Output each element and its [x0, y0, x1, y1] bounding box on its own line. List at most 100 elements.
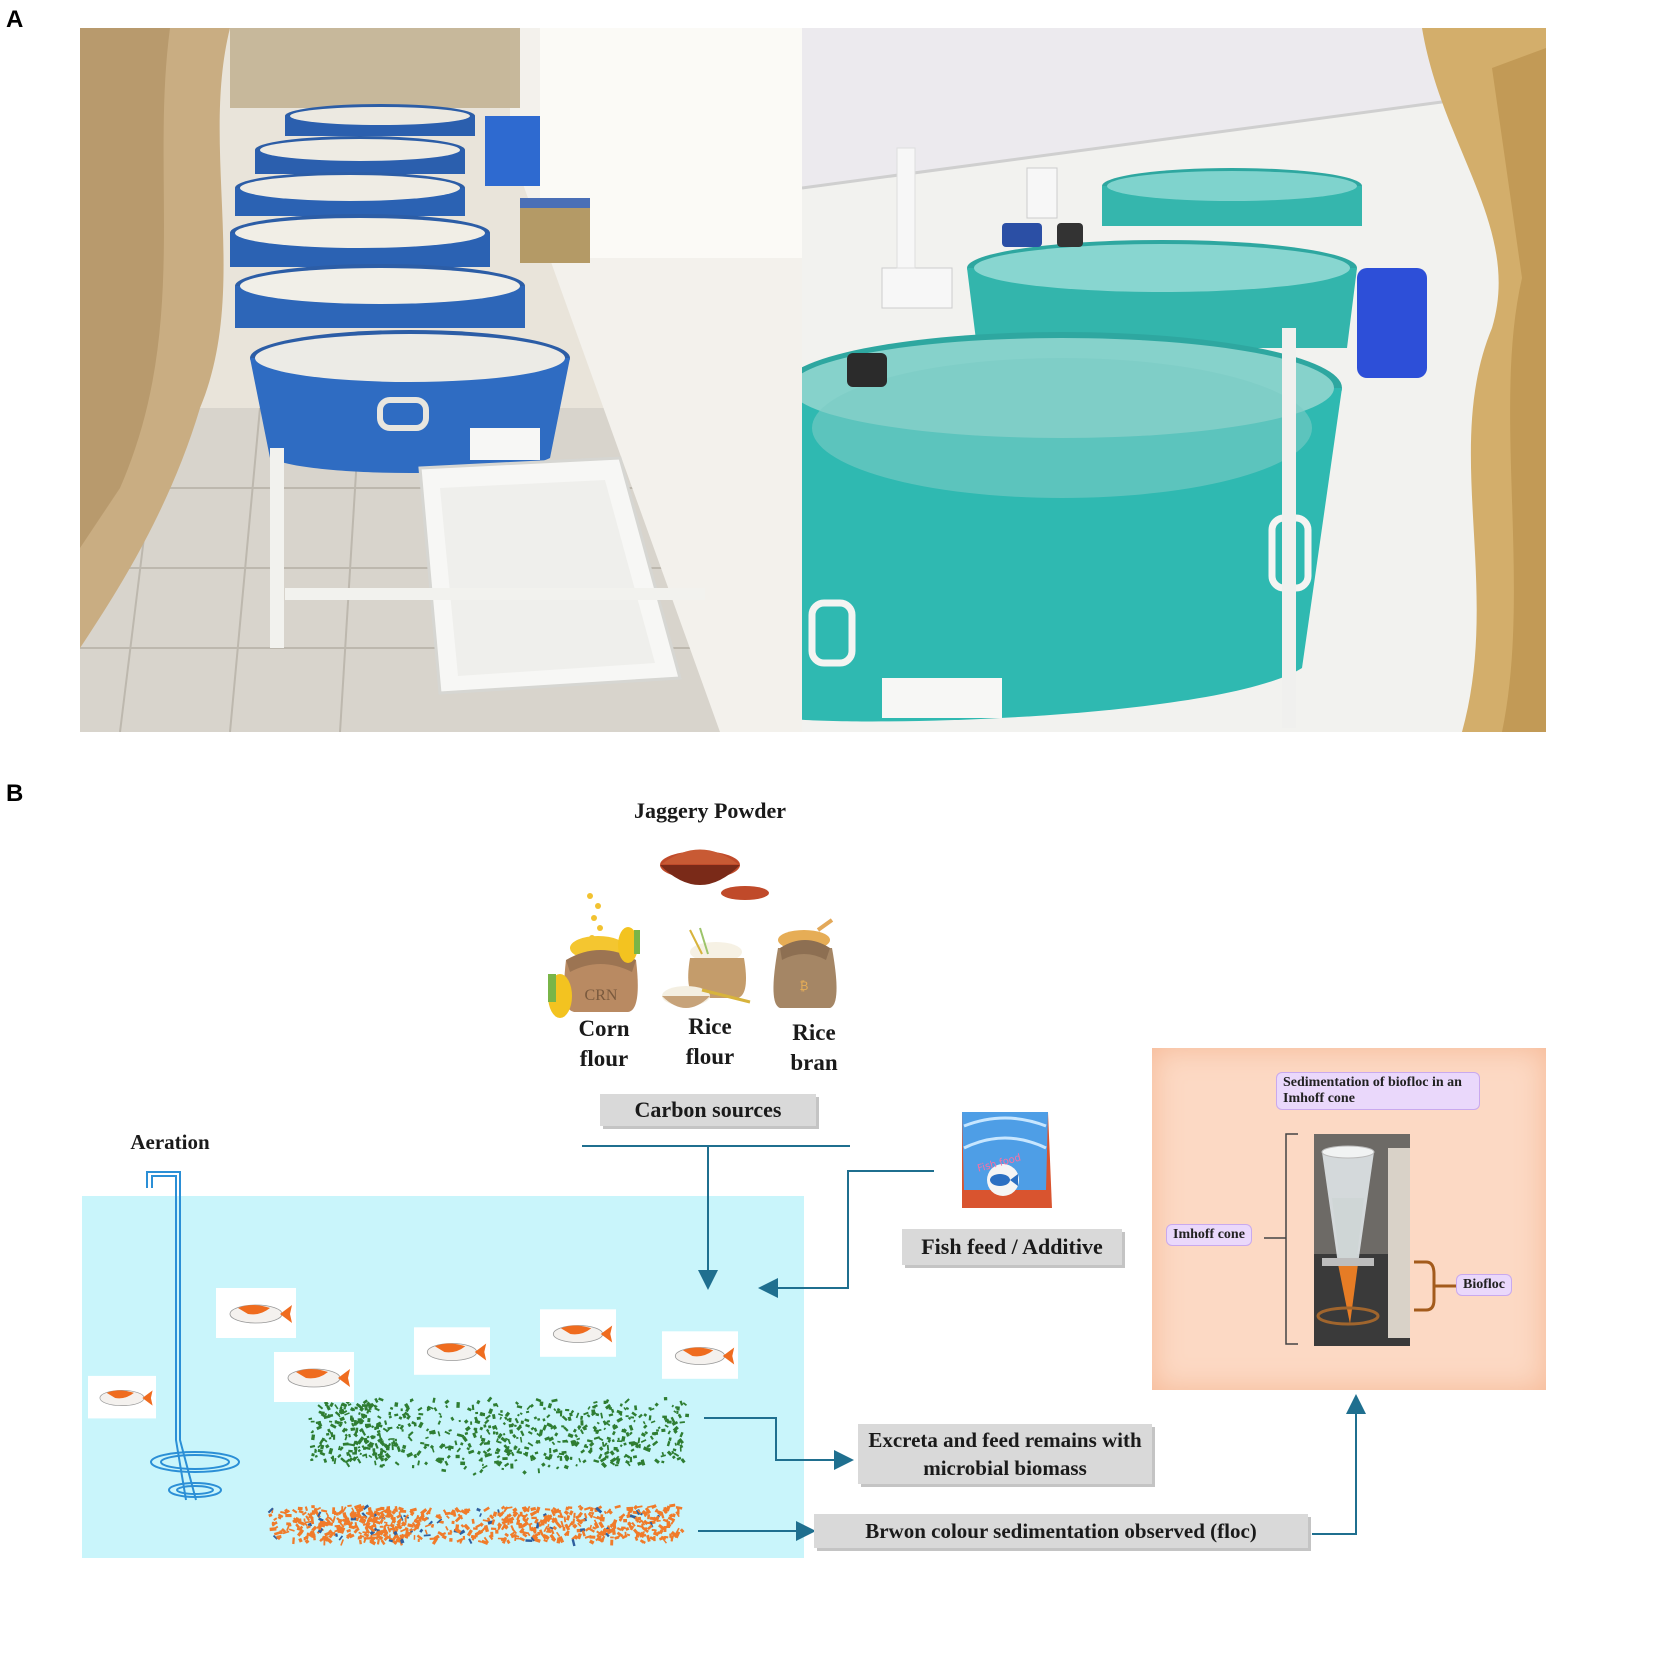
floc-particle: [379, 1450, 384, 1456]
floc-particle: [538, 1429, 544, 1436]
floc-particle: [416, 1416, 421, 1420]
sediment-particle: [575, 1514, 582, 1520]
sediment-particle: [292, 1537, 295, 1545]
floc-particle: [678, 1438, 684, 1445]
sediment-particle: [436, 1518, 443, 1524]
biofloc-label: Biofloc: [1456, 1274, 1512, 1297]
floc-particle: [582, 1459, 587, 1464]
sediment-particle: [625, 1526, 630, 1531]
floc-particle: [602, 1441, 605, 1447]
sediment-particle: [296, 1527, 303, 1532]
floc-particle: [673, 1452, 680, 1457]
sediment-particle: [623, 1519, 627, 1523]
sediment-particle: [355, 1528, 360, 1532]
sediment-particle: [420, 1513, 425, 1518]
sediment-particle: [658, 1529, 664, 1535]
floc-particle: [614, 1464, 619, 1467]
sediment-particle: [512, 1511, 516, 1514]
floc-particle: [543, 1452, 547, 1457]
sediment-particle: [510, 1533, 517, 1539]
floc-particle: [342, 1442, 349, 1446]
sediment-particle: [641, 1523, 644, 1529]
floc-particle: [638, 1443, 641, 1449]
sediment-particle: [394, 1506, 398, 1513]
floc-particle: [625, 1415, 629, 1418]
sediment-particle: [576, 1532, 582, 1540]
floc-particle: [456, 1447, 462, 1453]
sediment-particle: [660, 1535, 667, 1541]
floc-particle: [317, 1443, 323, 1449]
sediment-particle: [521, 1514, 527, 1518]
floc-particle: [351, 1423, 355, 1427]
sediment-particle: [522, 1532, 528, 1538]
floc-particle: [337, 1421, 343, 1424]
sediment-particle: [476, 1507, 481, 1512]
floc-particle: [359, 1436, 365, 1442]
floc-particle: [556, 1455, 560, 1459]
floc-particle: [513, 1424, 517, 1428]
sediment-particle: [325, 1512, 330, 1517]
floc-particle: [365, 1455, 368, 1459]
floc-particle: [656, 1429, 659, 1432]
sediment-particle: [423, 1534, 431, 1537]
sediment-particle: [471, 1518, 475, 1524]
floc-particle: [325, 1432, 330, 1436]
floc-particle: [541, 1462, 546, 1467]
floc-particle: [442, 1443, 446, 1448]
floc-particle: [339, 1446, 344, 1451]
floc-particle: [595, 1413, 600, 1417]
floc-particle: [621, 1435, 626, 1442]
sediment-particle: [269, 1527, 277, 1532]
rice-flour-label: Rice flour: [685, 1014, 735, 1069]
floc-particle: [487, 1425, 492, 1429]
floc-particle: [593, 1459, 600, 1464]
sediment-particle: [596, 1515, 602, 1521]
floc-particle: [606, 1444, 610, 1451]
floc-particle: [600, 1412, 604, 1419]
floc-particle: [338, 1408, 345, 1415]
floc-particle: [311, 1434, 316, 1441]
carbon-sources-label: Carbon sources: [600, 1094, 816, 1126]
floc-particle: [510, 1451, 515, 1457]
floc-particle: [602, 1420, 607, 1426]
floc-particle: [374, 1460, 377, 1466]
floc-particle: [516, 1450, 523, 1455]
floc-particle: [496, 1454, 501, 1459]
sediment-particle: [320, 1509, 328, 1513]
sediment-particle: [647, 1505, 654, 1509]
sediment-particle: [543, 1534, 549, 1540]
sediment-particle: [465, 1508, 471, 1513]
floc-particle: [471, 1404, 475, 1411]
floc-particle: [511, 1422, 515, 1427]
floc-particle: [482, 1450, 488, 1455]
sediment-particle: [662, 1538, 668, 1544]
sediment-particle: [393, 1538, 399, 1545]
floc-particle: [520, 1420, 524, 1425]
jaggery-bowl-icon: [660, 849, 769, 900]
floc-particle: [377, 1415, 382, 1419]
floc-particle: [344, 1412, 350, 1416]
floc-particle: [627, 1416, 632, 1421]
sediment-particle: [424, 1529, 428, 1535]
sediment-particle: [629, 1514, 637, 1519]
floc-particle: [319, 1451, 326, 1457]
floc-particle: [556, 1407, 561, 1412]
floc-particle: [407, 1422, 412, 1428]
sediment-particle: [583, 1513, 588, 1519]
floc-particle: [310, 1420, 315, 1423]
floc-particle: [492, 1414, 496, 1419]
sediment-particle: [442, 1509, 448, 1515]
sediment-particle: [415, 1514, 420, 1520]
floc-particle: [492, 1431, 496, 1435]
floc-particle: [581, 1424, 588, 1430]
sediment-particle: [333, 1510, 337, 1515]
floc-particle: [580, 1415, 584, 1421]
floc-particle: [604, 1421, 611, 1427]
floc-particle: [542, 1407, 547, 1411]
sediment-particle: [396, 1517, 403, 1524]
sediment-particle: [418, 1517, 422, 1522]
floc-particle: [580, 1449, 586, 1454]
floc-particle: [476, 1399, 481, 1405]
sediment-particle: [346, 1532, 352, 1538]
floc-particle: [497, 1440, 502, 1444]
